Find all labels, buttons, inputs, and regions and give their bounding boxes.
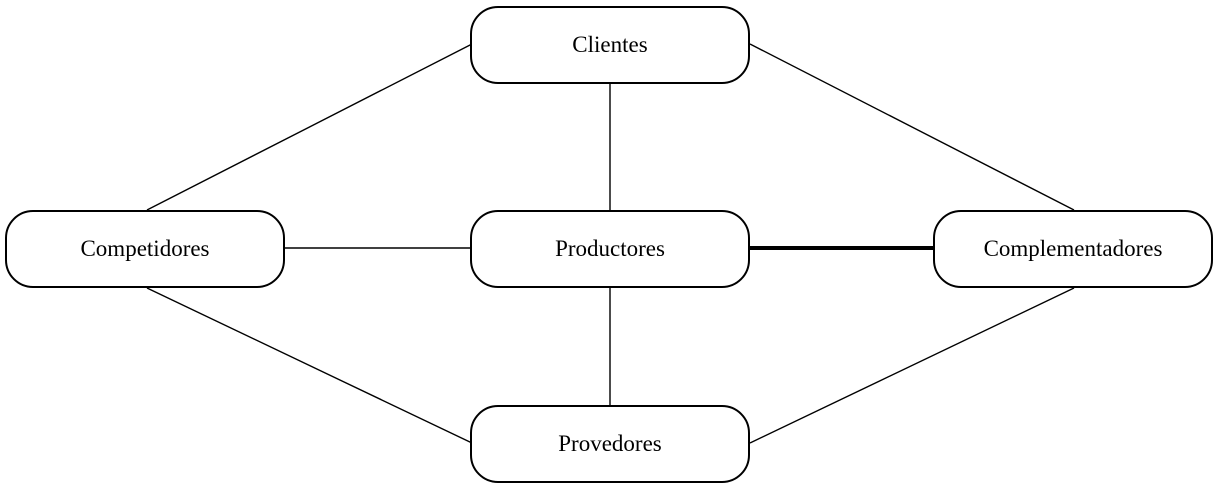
node-clientes: Clientes — [470, 6, 750, 84]
node-provedores-label: Provedores — [558, 431, 662, 456]
connector-clientes-complementadores — [749, 43, 1075, 211]
node-productores: Productores — [470, 210, 750, 288]
connector-complementadores-provedores — [749, 287, 1075, 444]
connector-competidores-provedores — [146, 287, 473, 444]
node-productores-label: Productores — [555, 236, 665, 261]
node-provedores: Provedores — [470, 405, 750, 483]
node-competidores: Competidores — [5, 210, 285, 288]
connector-clientes-competidores — [146, 43, 473, 211]
node-clientes-label: Clientes — [572, 32, 648, 57]
node-competidores-label: Competidores — [80, 236, 210, 261]
node-complementadores-label: Complementadores — [983, 236, 1163, 261]
node-complementadores: Complementadores — [933, 210, 1213, 288]
